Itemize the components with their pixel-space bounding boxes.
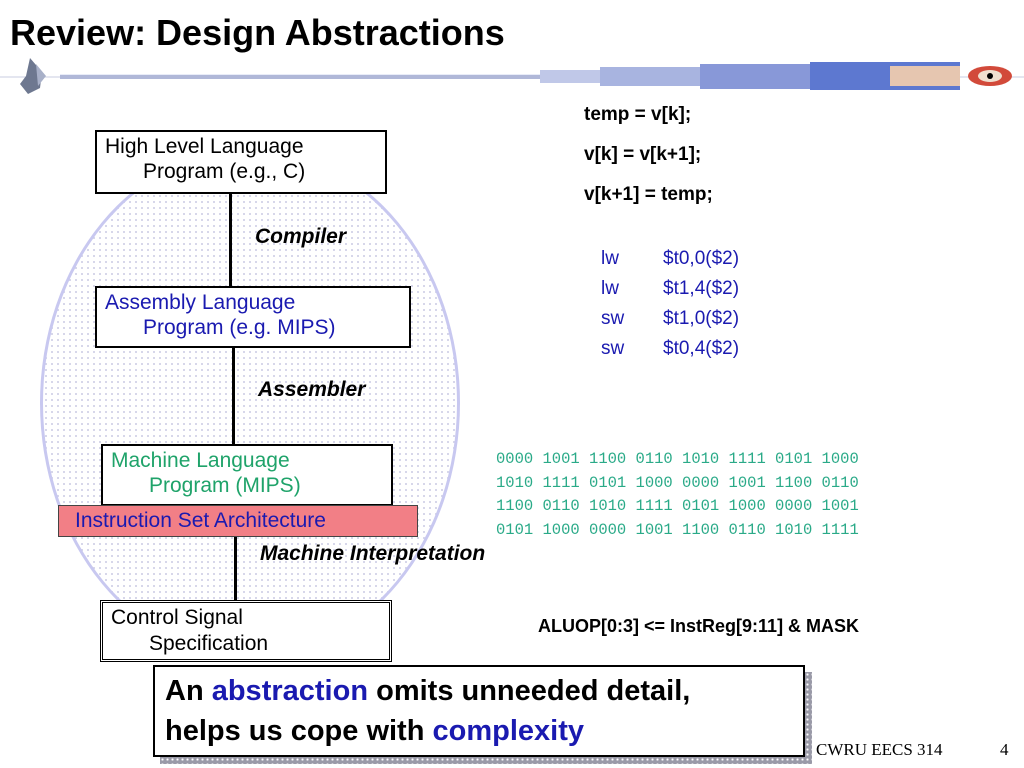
starship-banner [0, 58, 1024, 94]
c-code-line: v[k] = v[k+1]; [584, 144, 702, 165]
abstraction-callout: An abstraction omits unneeded detail, he… [153, 665, 805, 757]
machine-interpretation-label: Machine Interpretation [260, 542, 486, 565]
high-level-line1: High Level Language [105, 135, 304, 158]
page-number: 4 [1000, 740, 1009, 759]
high-level-language-box: High Level Language Program (e.g., C) [95, 130, 387, 194]
complexity-keyword: complexity [432, 715, 585, 747]
compiler-label: Compiler [255, 225, 347, 248]
machine-language-box: Machine Language Program (MIPS) [101, 444, 393, 506]
asm-args: $t1,0($2) [663, 308, 740, 329]
binary-code: 0000 1001 1100 0110 1010 1111 0101 1000 … [496, 448, 859, 542]
connector-line [232, 346, 235, 446]
binary-line: 0000 1001 1100 0110 1010 1111 0101 1000 [496, 450, 859, 468]
asm-op: lw [601, 278, 619, 299]
assembly-language-box: Assembly Language Program (e.g. MIPS) [95, 286, 411, 348]
abstraction-circle [40, 148, 460, 658]
abstraction-keyword: abstraction [211, 675, 369, 707]
machine-line1: Machine Language [111, 449, 290, 472]
connector-line [229, 192, 232, 288]
isa-label: Instruction Set Architecture [58, 505, 418, 537]
control-signal-box: Control Signal Specification [100, 600, 392, 662]
control-line1: Control Signal [111, 606, 243, 629]
control-expression: ALUOP[0:3] <= InstReg[9:11] & MASK [538, 616, 860, 636]
assembly-line2: Program (e.g. MIPS) [143, 316, 336, 339]
control-line2: Specification [149, 632, 269, 655]
assembler-label: Assembler [258, 378, 366, 401]
connector-line [234, 503, 237, 603]
callout-line2: helps us cope with complexity [165, 715, 585, 747]
binary-line: 1010 1111 0101 1000 0000 1001 1100 0110 [496, 473, 859, 492]
machine-line2: Program (MIPS) [149, 474, 301, 497]
c-code-line: v[k+1] = temp; [584, 184, 713, 205]
slide-title: Review: Design Abstractions [10, 12, 505, 53]
callout-line1: An abstraction omits unneeded detail, [165, 675, 691, 707]
asm-op: lw [601, 248, 619, 269]
high-level-line2: Program (e.g., C) [143, 160, 306, 183]
asm-op: sw [601, 308, 625, 329]
footer-course: CWRU EECS 314 [816, 740, 943, 759]
binary-line: 0101 1000 0000 1001 1100 0110 1010 1111 [496, 520, 859, 539]
binary-line: 1100 0110 1010 1111 0101 1000 0000 1001 [496, 497, 859, 515]
assembly-line1: Assembly Language [105, 291, 296, 314]
asm-args: $t1,4($2) [663, 278, 740, 299]
asm-op: sw [601, 338, 625, 359]
c-code-line: temp = v[k]; [584, 104, 692, 125]
asm-args: $t0,0($2) [663, 248, 740, 269]
asm-args: $t0,4($2) [663, 338, 740, 359]
